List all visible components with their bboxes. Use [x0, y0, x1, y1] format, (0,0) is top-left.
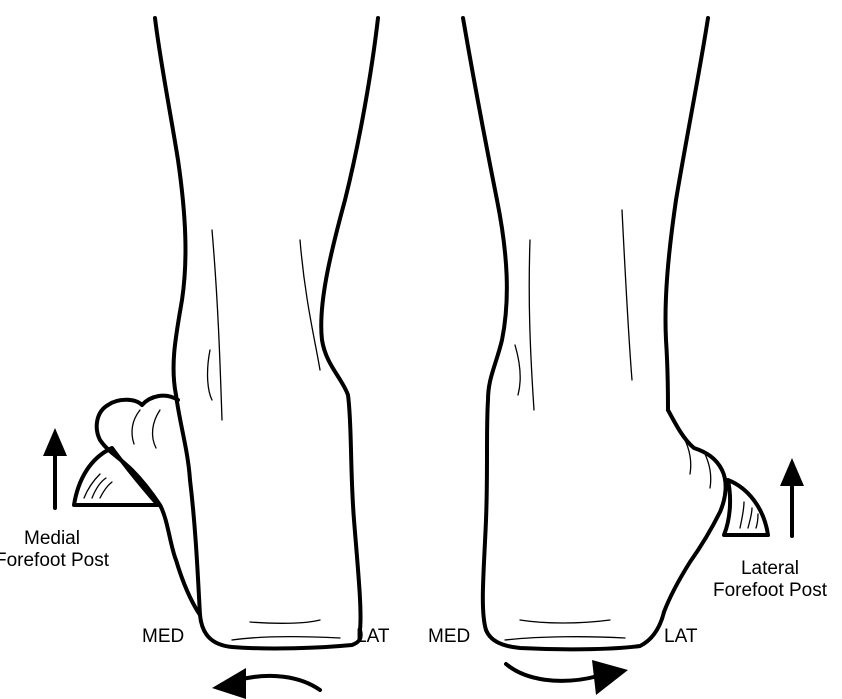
left-toe-creases	[132, 410, 140, 444]
right-post-label-line1: Lateral	[713, 558, 827, 580]
left-up-arrow-head	[43, 428, 67, 456]
right-leg-outline-left	[463, 18, 507, 630]
right-med-label: MED	[428, 626, 470, 648]
right-heel-crease	[505, 637, 625, 640]
left-heel-crease	[232, 637, 340, 640]
left-forefoot-post	[74, 448, 158, 505]
left-med-label: MED	[142, 626, 184, 648]
left-lat-label: LAT	[356, 626, 389, 648]
left-rotation-arrowhead	[212, 668, 246, 699]
right-leg-outline-right	[665, 18, 708, 410]
right-malleolus	[515, 345, 520, 395]
left-post-label: Medial Forefoot Post	[0, 528, 109, 572]
left-tendon-line	[300, 240, 320, 370]
right-post-label: Lateral Forefoot Post	[713, 558, 827, 602]
right-up-arrow-head	[780, 458, 804, 486]
right-heel-pad	[520, 620, 610, 623]
left-post-label-line2: Forefoot Post	[0, 550, 109, 572]
left-leg-outline-right	[321, 18, 378, 630]
left-post-label-line1: Medial	[0, 528, 109, 550]
right-achilles-line	[529, 240, 534, 410]
left-malleolus	[208, 350, 212, 400]
right-rotation-arrowhead	[592, 660, 628, 695]
left-heel-pad	[250, 620, 320, 623]
left-foot	[43, 18, 378, 699]
right-heel-base	[486, 612, 664, 649]
right-rotation-arrow	[506, 664, 598, 681]
right-lat-label: LAT	[664, 626, 697, 648]
right-forefoot-post	[724, 480, 768, 535]
right-tendon-line	[622, 210, 632, 380]
left-rotation-arrow	[238, 676, 320, 690]
left-achilles-line	[212, 230, 222, 420]
right-post-label-line2: Forefoot Post	[713, 580, 827, 602]
